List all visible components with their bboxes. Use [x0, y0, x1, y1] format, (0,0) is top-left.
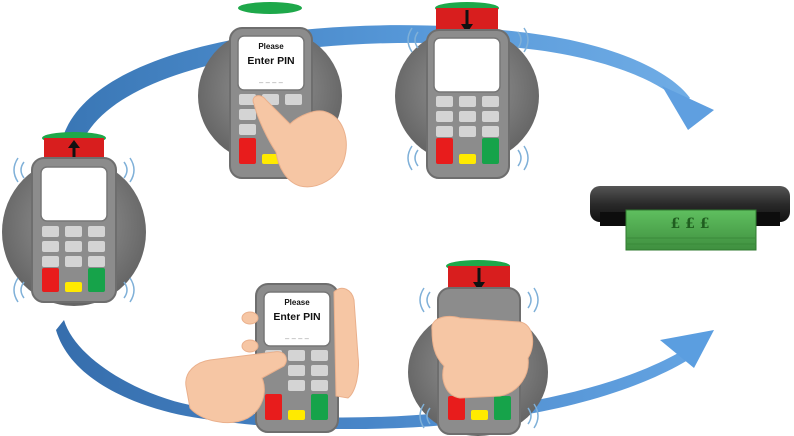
banknote-label: £ £ £ — [671, 216, 710, 232]
clear-key — [262, 154, 279, 164]
pin-placeholder: _ _ _ _ — [258, 74, 284, 83]
top-flow-arrow — [62, 25, 714, 148]
keypad — [239, 94, 302, 164]
screen-line-1: Please — [258, 42, 284, 51]
terminal-screen — [237, 35, 305, 91]
terminal-pin-entry-top: Please Enter PIN _ _ _ _ — [198, 2, 347, 188]
keypad — [42, 226, 105, 292]
clear-key — [288, 410, 305, 420]
banknote-stack — [625, 209, 757, 251]
cancel-key — [436, 138, 453, 164]
wave-icon — [407, 27, 529, 171]
keypad — [436, 96, 499, 164]
terminal-card-remove-bottom — [408, 260, 548, 436]
pin-placeholder: _ _ _ _ — [284, 330, 310, 339]
terminal-pin-entry-bottom: Please Enter PIN _ _ _ _ — [185, 283, 359, 433]
clear-key — [65, 282, 82, 292]
hand-icon — [185, 287, 359, 424]
cancel-key — [239, 138, 256, 164]
cancel-key — [265, 394, 282, 420]
arrow-head-icon — [662, 86, 714, 130]
arrow-down-icon — [473, 268, 485, 291]
wave-icon — [13, 157, 135, 303]
card-slot — [238, 2, 302, 14]
terminal-card-remove-top — [395, 2, 539, 179]
cancel-key — [448, 396, 465, 420]
bottom-flow-arrow — [56, 320, 714, 430]
clear-key — [459, 154, 476, 164]
clear-key — [471, 410, 488, 420]
terminal-screen — [40, 166, 108, 222]
terminal-screen — [433, 37, 501, 93]
terminal-screen — [263, 291, 331, 347]
terminal-card-insert — [2, 132, 146, 306]
hand-icon — [431, 316, 534, 399]
arrow-down-icon — [461, 10, 473, 33]
enter-key — [311, 394, 328, 420]
screen-line-2: Enter PIN — [273, 311, 320, 323]
arrow-head-icon — [660, 330, 714, 368]
enter-key — [494, 396, 511, 420]
wave-icon — [419, 287, 539, 429]
keypad — [448, 396, 511, 420]
screen-line-2: Enter PIN — [247, 55, 294, 67]
enter-key — [88, 268, 105, 292]
cancel-key — [42, 268, 59, 292]
screen-line-1: Please — [284, 298, 310, 307]
cash-dispenser: £ £ £ — [590, 186, 790, 251]
hand-icon — [252, 95, 347, 188]
enter-key — [482, 138, 499, 164]
